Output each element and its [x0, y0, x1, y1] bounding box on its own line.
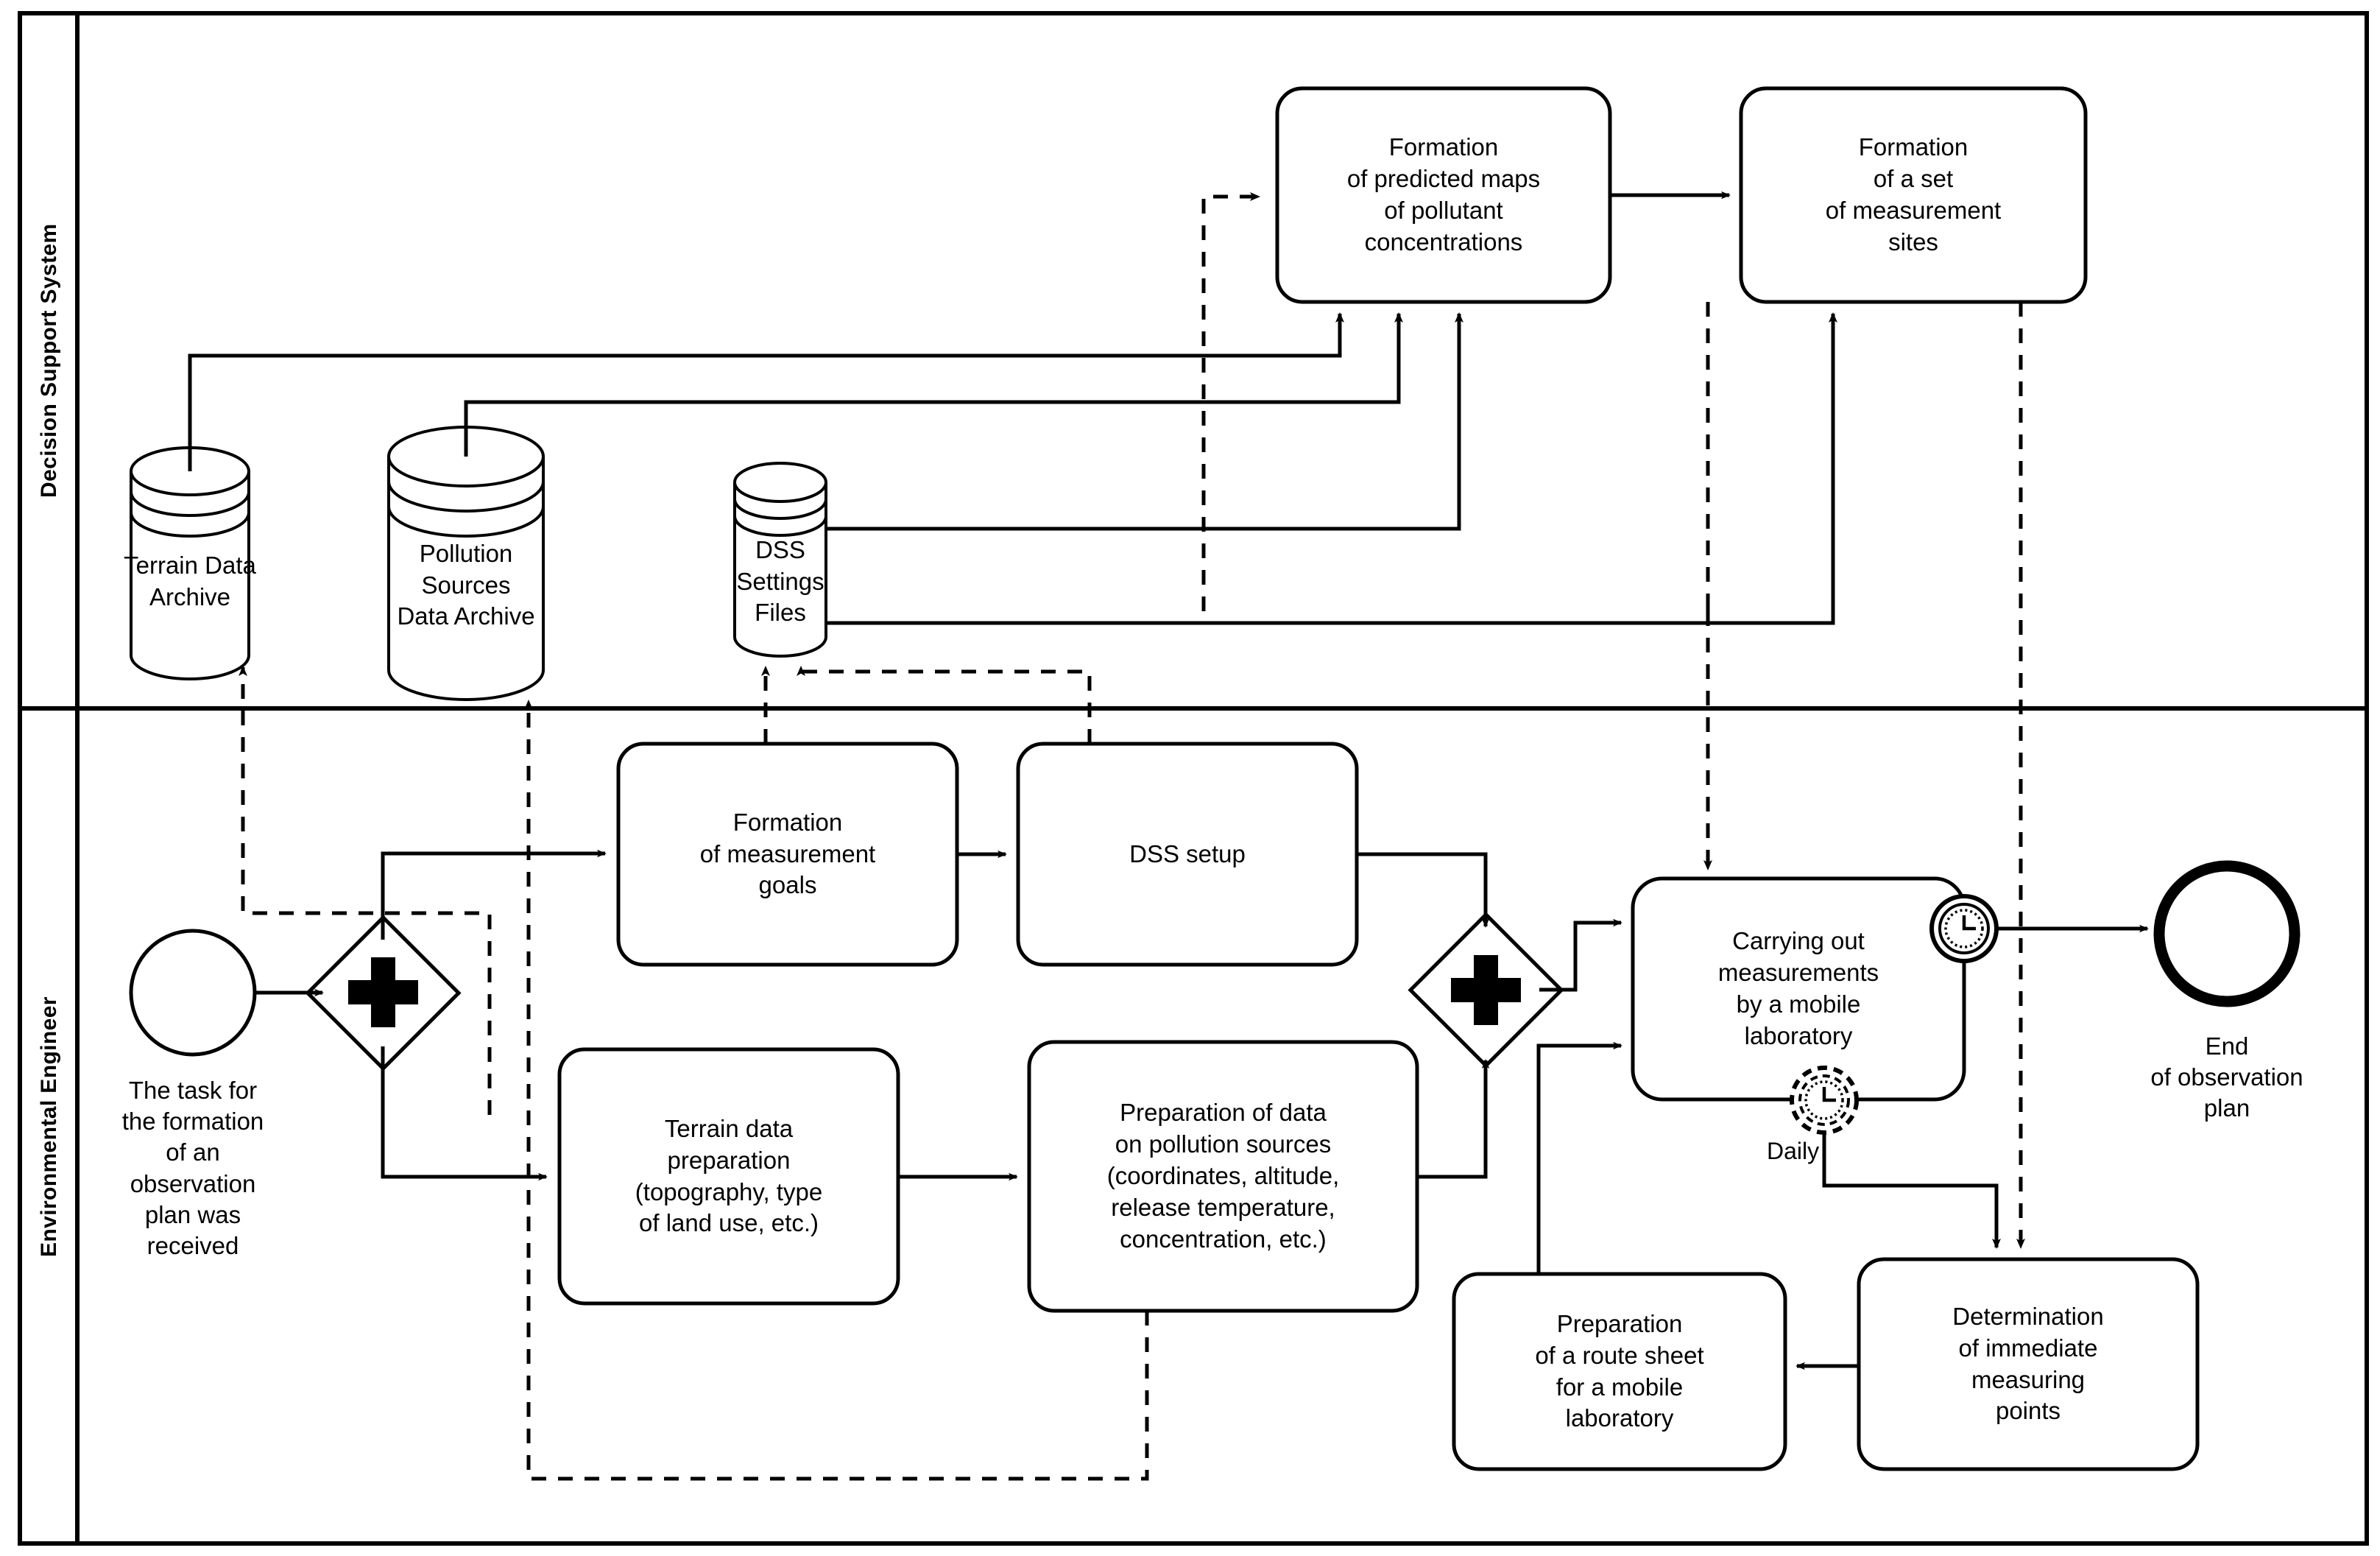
task-carry-measurements-shape — [1631, 876, 1966, 1102]
gateway-parallel-join-shape — [1408, 912, 1564, 1069]
task-measurement-sites-shape — [1739, 86, 2088, 304]
task-measurement-goals-shape — [616, 742, 959, 967]
task-route-sheet-shape — [1452, 1272, 1787, 1471]
data-store-terrain-shape — [130, 446, 250, 680]
end-event-shape — [2153, 860, 2300, 1007]
daily-flow-label: Daily — [1767, 1138, 1820, 1164]
data-store-settings-shape — [733, 462, 827, 658]
end-event-label: End of observation plan — [2150, 1032, 2303, 1122]
task-predicted-maps-shape — [1275, 86, 1612, 304]
gateway-parallel-split-shape — [305, 915, 462, 1071]
start-event-shape — [129, 929, 257, 1057]
sequence-flows — [188, 191, 2149, 1370]
task-pollution-prep-shape — [1027, 1040, 1419, 1313]
task-measuring-points-shape — [1857, 1257, 2200, 1471]
boundary-timer-noninterrupting-icon — [1790, 1066, 1859, 1135]
lane-label-engineer: Environmental Engineer — [37, 996, 61, 1257]
message-flows — [239, 192, 2025, 1481]
start-event-label: The task for the formation of an observa… — [121, 1077, 264, 1260]
task-terrain-prep-shape — [557, 1047, 900, 1306]
lane-label-dss: Decision Support System — [37, 223, 61, 499]
data-store-pollution-shape — [387, 426, 545, 701]
boundary-timer-interrupting-icon — [1929, 894, 1999, 963]
task-dss-setup-shape — [1016, 742, 1359, 967]
